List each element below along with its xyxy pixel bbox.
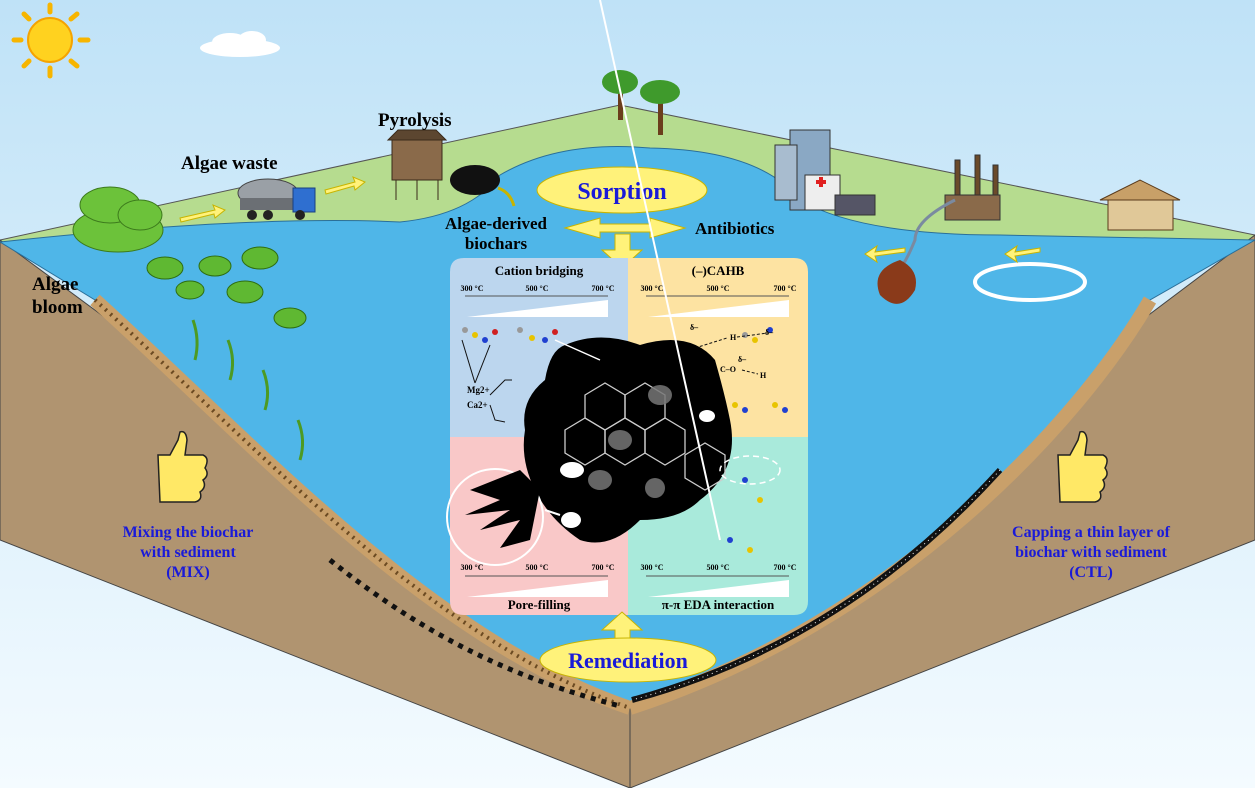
svg-text:500 °C: 500 °C bbox=[526, 563, 549, 572]
arrow-icon bbox=[864, 244, 1041, 264]
connector-line bbox=[554, 339, 601, 361]
svg-text:500 °C: 500 °C bbox=[707, 284, 730, 293]
svg-text:300 °C: 300 °C bbox=[461, 563, 484, 572]
pore-structure bbox=[465, 470, 540, 548]
cahb-title: (–)CAHB bbox=[692, 263, 745, 278]
biochar-pile-icon bbox=[450, 165, 500, 195]
ctl-description: Capping a thin layer of biochar with sed… bbox=[1012, 524, 1171, 581]
sorption-label: Sorption bbox=[577, 179, 666, 205]
remediation-label: Remediation bbox=[568, 648, 688, 673]
hospital-building-icon bbox=[774, 129, 876, 216]
molecule-icons bbox=[462, 327, 788, 553]
svg-text:H: H bbox=[730, 333, 737, 342]
algae-bloom-label-1: Algae bbox=[32, 274, 78, 295]
ca-ion-label: Ca2+ bbox=[467, 400, 488, 410]
svg-text:Capping a thin layer of: Capping a thin layer of bbox=[1012, 524, 1171, 541]
thumbs-up-icon bbox=[1057, 430, 1108, 503]
antibiotics-label: Antibiotics bbox=[695, 219, 775, 238]
remediation-ellipse bbox=[539, 637, 717, 683]
hydrogen-bonds bbox=[694, 332, 769, 375]
pore-filling-title: Pore-filling bbox=[508, 597, 571, 612]
cation-bridging-title: Cation bridging bbox=[495, 263, 584, 278]
algae-waste-label: Algae waste bbox=[181, 153, 278, 174]
sorption-ellipse bbox=[536, 166, 708, 214]
svg-text:δ–: δ– bbox=[690, 323, 699, 332]
mg-ion-label: Mg2+ bbox=[467, 385, 490, 395]
svg-text:300 °C: 300 °C bbox=[641, 284, 664, 293]
arrow-icon bbox=[497, 186, 516, 207]
sun-icon bbox=[11, 2, 91, 79]
mineral-particles bbox=[588, 385, 672, 498]
seaweed-icons bbox=[191, 319, 305, 461]
algae-bloom-label-2: bloom bbox=[32, 297, 83, 318]
arrow-icon bbox=[179, 176, 366, 223]
cap-layer-dots bbox=[631, 469, 1001, 701]
biochar-mix-particles bbox=[328, 558, 621, 709]
truck-icon bbox=[237, 178, 316, 220]
thumbs-up-icon bbox=[157, 430, 208, 503]
tree-icons bbox=[602, 70, 680, 135]
svg-text:700 °C: 700 °C bbox=[774, 563, 797, 572]
bridging-bonds bbox=[461, 339, 512, 423]
svg-text:500 °C: 500 °C bbox=[526, 284, 549, 293]
algae-waste-pile-icon bbox=[72, 186, 164, 253]
temp-scale-cation: 300 °C 500 °C 700 °C bbox=[461, 284, 615, 317]
effluent-plume bbox=[877, 260, 916, 304]
arrow-icon bbox=[544, 509, 561, 516]
adsorbate-clouds bbox=[560, 410, 715, 528]
pyrolysis-reactor-icon bbox=[386, 129, 448, 200]
algae-bloom-icons bbox=[146, 246, 307, 329]
svg-text:with sediment: with sediment bbox=[140, 544, 236, 561]
fish-farm-pavilion-icon bbox=[1099, 179, 1181, 231]
double-arrow-icon bbox=[563, 217, 687, 239]
svg-text:Mixing the biochar: Mixing the biochar bbox=[123, 524, 254, 541]
svg-text:700 °C: 700 °C bbox=[774, 284, 797, 293]
svg-text:300 °C: 300 °C bbox=[461, 284, 484, 293]
arrow-icon bbox=[599, 0, 721, 541]
svg-text:δ–: δ– bbox=[765, 328, 774, 337]
biochars-label: biochars bbox=[465, 234, 528, 253]
svg-text:biochar with sediment: biochar with sediment bbox=[1015, 544, 1167, 561]
svg-text:δ–: δ– bbox=[738, 355, 747, 364]
svg-text:H: H bbox=[760, 371, 767, 380]
svg-text:500 °C: 500 °C bbox=[707, 563, 730, 572]
algae-derived-label: Algae-derived bbox=[445, 214, 548, 233]
temp-scale-pi-pi: 300 °C 500 °C 700 °C bbox=[641, 563, 797, 597]
cloud-icon bbox=[200, 31, 280, 57]
svg-text:700 °C: 700 °C bbox=[592, 284, 615, 293]
svg-text:(MIX): (MIX) bbox=[166, 564, 210, 581]
temp-scale-cahb: 300 °C 500 °C 700 °C bbox=[641, 284, 797, 317]
pyrolysis-label: Pyrolysis bbox=[378, 110, 452, 131]
sediment-left-grains bbox=[93, 298, 631, 710]
temp-scale-pore: 300 °C 500 °C 700 °C bbox=[461, 563, 615, 597]
pi-stacking-marker bbox=[719, 455, 781, 485]
svg-text:700 °C: 700 °C bbox=[592, 563, 615, 572]
svg-text:C–O: C–O bbox=[720, 365, 736, 374]
svg-text:(CTL): (CTL) bbox=[1069, 564, 1113, 581]
pi-pi-title: π-π EDA interaction bbox=[662, 597, 775, 612]
pore-zoom-circle bbox=[446, 468, 544, 566]
svg-text:300 °C: 300 °C bbox=[641, 563, 664, 572]
fish-net-pen-icon bbox=[973, 262, 1087, 302]
mix-description: Mixing the biochar with sediment (MIX) bbox=[123, 524, 254, 581]
